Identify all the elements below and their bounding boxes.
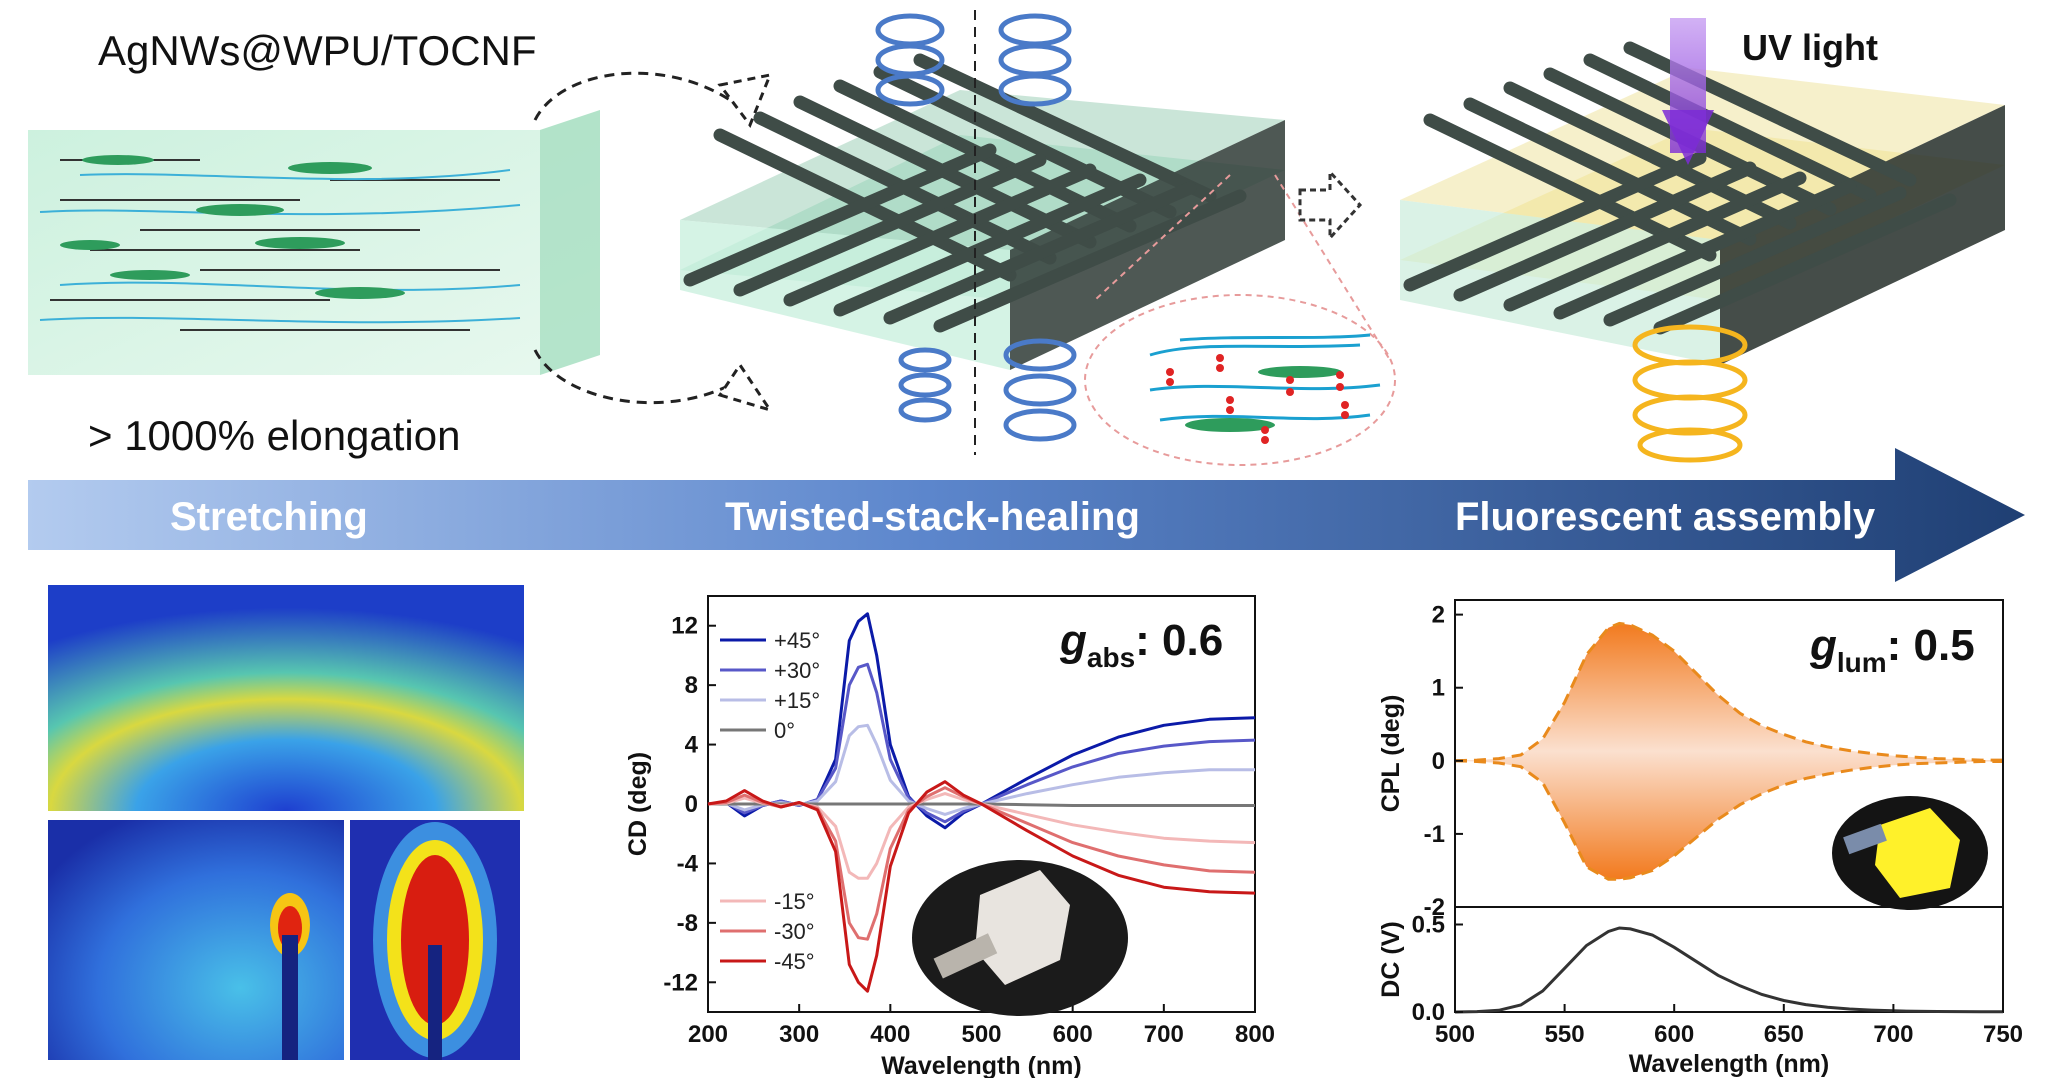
dc-series-line <box>1454 926 2003 1014</box>
dc-y-axis-title: DC (V) <box>1377 921 1405 997</box>
cd-y-tick-label: 12 <box>671 613 698 640</box>
cpl-y-tick-label: 2 <box>1432 602 1445 629</box>
cd-legend-label: -15° <box>774 889 815 914</box>
stage-twisted-stack-healing: Twisted-stack-healing <box>725 495 1140 539</box>
cd-x-tick-label: 800 <box>1235 1021 1275 1048</box>
cd-y-tick-label: -8 <box>677 910 698 937</box>
uv-light-label: UV light <box>1742 27 1878 68</box>
material-label: AgNWs@WPU/TOCNF <box>98 27 537 74</box>
cd-legend-label: +45° <box>774 628 820 653</box>
elongation-label: > 1000% elongation <box>88 412 460 459</box>
cd-y-tick-label: -12 <box>663 969 698 996</box>
dc-x-tick-label: 600 <box>1654 1021 1694 1048</box>
cd-y-tick-label: 4 <box>685 732 699 759</box>
dashed-arrow-heads <box>717 72 774 413</box>
stage-stretching: Stretching <box>170 495 368 539</box>
cpl-y-tick-label: -2 <box>1424 894 1445 921</box>
dc-y-tick-label: 0.0 <box>1412 999 1445 1026</box>
glowing-film-photo <box>1832 796 1988 910</box>
cpl-y-tick-label: -1 <box>1424 821 1445 848</box>
cd-legend-label: 0° <box>774 718 795 743</box>
g-abs-label: gabs: 0.6 <box>1059 616 1223 673</box>
dc-x-tick-label: 650 <box>1764 1021 1804 1048</box>
fluorescent-stack <box>1400 18 2005 463</box>
cd-x-tick-label: 700 <box>1144 1021 1184 1048</box>
cd-x-tick-label: 400 <box>870 1021 910 1048</box>
dashed-arrows <box>533 71 731 404</box>
saxs-patterns <box>48 585 524 1060</box>
cd-legend-label: +15° <box>774 688 820 713</box>
stretched-film-block <box>28 110 600 375</box>
cpl-y-tick-label: 0 <box>1432 748 1445 775</box>
cpl-series-line <box>1454 759 2003 881</box>
cd-y-tick-label: 0 <box>685 791 698 818</box>
twisted-stack <box>680 10 1285 455</box>
dc-x-tick-label: 750 <box>1983 1021 2023 1048</box>
cd-legend-label: -30° <box>774 919 815 944</box>
process-banner: Stretching Twisted-stack-healing Fluores… <box>28 448 2025 582</box>
cd-legend-label: -45° <box>774 949 815 974</box>
cd-chart: 200 300 400 500 600 700 800 -12 -8 -4 0 4 8 12Wavelen… <box>624 595 1275 1078</box>
hydrogen-bond-inset <box>1084 174 1396 466</box>
dc-x-tick-label: 700 <box>1873 1021 1913 1048</box>
cd-x-tick-label: 500 <box>961 1021 1001 1048</box>
dc-x-tick-label: 500 <box>1435 1021 1475 1048</box>
g-lum-label: glum: 0.5 <box>1809 621 1975 678</box>
cpl-y-axis-title: CPL (deg) <box>1377 695 1405 813</box>
cd-y-tick-label: -4 <box>677 850 699 877</box>
white-film-photo <box>912 860 1128 1016</box>
outline-arrow <box>1298 168 1363 242</box>
cd-y-tick-label: 8 <box>685 672 698 699</box>
cd-legend-label: +30° <box>774 658 820 683</box>
dc-plot-frame <box>1454 906 2004 1013</box>
cd-y-axis-title: CD (deg) <box>624 752 652 856</box>
cd-x-tick-label: 300 <box>779 1021 819 1048</box>
cd-x-tick-label: 200 <box>688 1021 728 1048</box>
cpl-y-tick-label: 1 <box>1432 675 1445 702</box>
dc-x-tick-label: 550 <box>1545 1021 1585 1048</box>
dc-x-axis-title: Wavelength (nm) <box>1629 1050 1829 1078</box>
cpl-area <box>1455 623 2003 880</box>
cd-series-line <box>707 780 1256 993</box>
stage-fluorescent-assembly: Fluorescent assembly <box>1455 495 1876 539</box>
cd-x-axis-title: Wavelength (nm) <box>881 1052 1081 1078</box>
cd-x-tick-label: 600 <box>1053 1021 1093 1048</box>
dc-y-tick-label: 0.5 <box>1412 912 1445 939</box>
